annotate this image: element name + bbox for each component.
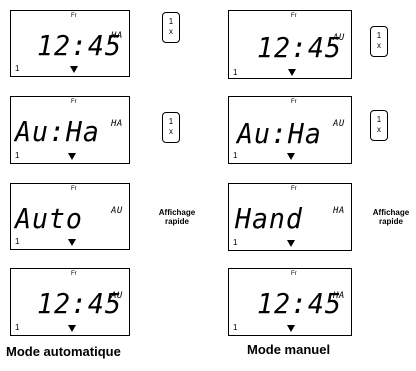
channel-label: 1 <box>15 323 20 332</box>
day-label: Fr <box>71 186 77 192</box>
left-caption: Mode automatique <box>6 344 121 359</box>
indicator-arrow-icon <box>287 325 295 332</box>
indicator-arrow-icon <box>68 153 76 160</box>
lcd-mode-text: AU <box>333 33 345 43</box>
lcd-main-text: 12:45 <box>37 287 122 320</box>
channel-label: 1 <box>233 238 238 247</box>
lcd-screen-right-3: Fr Hand HA 1 <box>228 183 352 251</box>
indicator-arrow-icon <box>287 153 295 160</box>
lcd-mode-text: AU <box>111 206 123 216</box>
day-label: Fr <box>291 13 297 19</box>
note-line-2: rapide <box>378 217 403 226</box>
indicator-arrow-icon <box>68 239 76 246</box>
lcd-screen-left-3: Fr Auto AU 1 <box>10 183 130 250</box>
lcd-main-text: 12:45 <box>257 31 342 64</box>
key-bottom-label: x <box>169 27 173 36</box>
indicator-arrow-icon <box>68 325 76 332</box>
key-top-label: 1 <box>168 17 174 26</box>
day-label: Fr <box>71 271 77 277</box>
lcd-screen-left-2: Fr Au:Ha HA 1 <box>10 96 130 164</box>
lcd-screen-left-4: Fr 12:45 AU 1 <box>10 268 130 336</box>
day-label: Fr <box>291 99 297 105</box>
lcd-screen-right-2: Fr Au:Ha AU 1 <box>228 96 352 164</box>
quick-display-note: Affichage rapide <box>366 208 416 226</box>
note-line-2: rapide <box>164 217 189 226</box>
press-key-icon: 1 x <box>370 110 388 141</box>
note-line-1: Affichage <box>372 208 410 217</box>
lcd-screen-left-1: Fr 12:45 HA 1 <box>10 10 130 77</box>
press-key-icon: 1 x <box>162 12 180 43</box>
lcd-main-text: Au:Ha <box>237 117 322 150</box>
lcd-main-text: Auto <box>15 202 83 235</box>
lcd-mode-text: AU <box>111 291 123 301</box>
day-label: Fr <box>291 186 297 192</box>
key-top-label: 1 <box>376 115 382 124</box>
lcd-mode-text: HA <box>111 31 123 41</box>
channel-label: 1 <box>15 151 20 160</box>
key-bottom-label: x <box>377 125 381 134</box>
lcd-mode-text: AU <box>333 119 345 129</box>
press-key-icon: 1 x <box>162 112 180 143</box>
lcd-mode-text: HA <box>333 206 345 216</box>
channel-label: 1 <box>15 64 20 73</box>
lcd-screen-right-4: Fr 12:45 HA 1 <box>228 268 352 336</box>
press-key-icon: 1 x <box>370 26 388 57</box>
lcd-mode-text: HA <box>333 291 345 301</box>
indicator-arrow-icon <box>287 240 295 247</box>
indicator-arrow-icon <box>70 66 78 73</box>
indicator-arrow-icon <box>288 69 296 76</box>
lcd-main-text: 12:45 <box>37 29 122 62</box>
channel-label: 1 <box>233 323 238 332</box>
lcd-main-text: Hand <box>235 202 303 235</box>
channel-label: 1 <box>233 68 238 77</box>
note-line-1: Affichage <box>158 208 196 217</box>
lcd-screen-right-1: Fr 12:45 AU 1 <box>228 10 352 79</box>
day-label: Fr <box>291 271 297 277</box>
channel-label: 1 <box>15 237 20 246</box>
key-top-label: 1 <box>376 31 382 40</box>
right-caption: Mode manuel <box>247 342 331 357</box>
day-label: Fr <box>71 99 77 105</box>
lcd-main-text: Au:Ha <box>15 115 100 148</box>
key-bottom-label: x <box>377 41 381 50</box>
day-label: Fr <box>71 13 77 19</box>
key-top-label: 1 <box>168 117 174 126</box>
quick-display-note: Affichage rapide <box>152 208 202 226</box>
lcd-main-text: 12:45 <box>257 287 342 320</box>
key-bottom-label: x <box>169 127 173 136</box>
lcd-mode-text: HA <box>111 119 123 129</box>
channel-label: 1 <box>233 151 238 160</box>
